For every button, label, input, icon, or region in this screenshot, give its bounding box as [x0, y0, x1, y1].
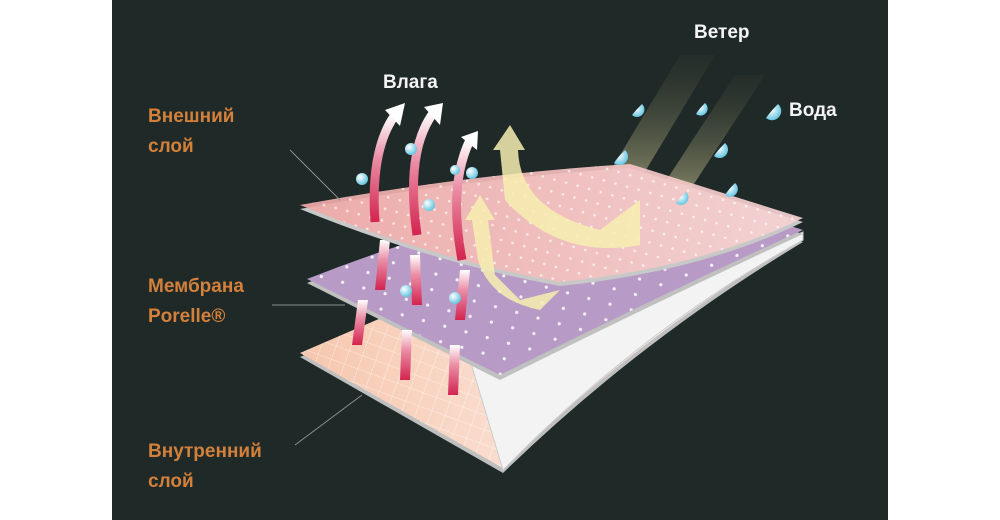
membrane-label: Мембрана Porelle®: [148, 272, 244, 332]
moisture-label: Влага: [383, 72, 438, 93]
vapor-bubbles: [356, 143, 478, 304]
membrane-label-line2: Porelle®: [148, 306, 226, 327]
moisture-arrows-lower: [352, 240, 470, 395]
arrow-head-icon: [424, 103, 443, 125]
arrow-head-icon: [385, 103, 405, 126]
arrow-head-icon: [461, 131, 478, 150]
wind-band-2: [660, 75, 765, 190]
moisture-arrows-upper: [369, 103, 478, 261]
membrane-label-line1: Мембрана: [148, 276, 244, 297]
wind-label: Ветер: [694, 22, 750, 43]
wind-band-1: [605, 55, 715, 180]
leader-lines: [272, 149, 363, 446]
inner-layer-label-line1: Внутренний: [148, 441, 262, 462]
water-drops: [614, 103, 782, 205]
outer-layer-label: Внешний слой: [148, 102, 234, 162]
inner-layer-label: Внутренний слой: [148, 437, 262, 497]
water-label: Вода: [789, 100, 837, 121]
wind-deflection-arrows: [465, 125, 640, 310]
outer-layer-label-line2: слой: [148, 136, 194, 157]
inner-layer-label-line2: слой: [148, 471, 194, 492]
outer-layer-label-line1: Внешний: [148, 106, 235, 127]
